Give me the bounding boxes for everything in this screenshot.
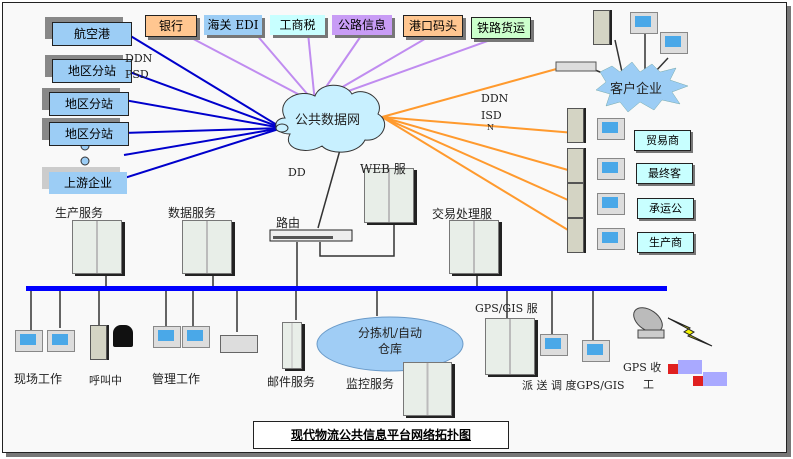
server-rack-icon — [364, 168, 414, 223]
truck-icon — [668, 360, 727, 386]
server-rack-icon — [282, 322, 302, 369]
client-enterprise-burst — [595, 61, 689, 113]
service-highway-info[interactable]: 公路信息 — [332, 15, 392, 35]
router-icon — [269, 229, 353, 242]
node-trader[interactable]: 贸易商 — [634, 130, 691, 151]
node-carrier[interactable]: 承运公 — [637, 198, 694, 219]
field-work-label: 现场工作 — [14, 372, 63, 386]
link-line — [123, 99, 283, 129]
right-links — [381, 67, 576, 231]
gps-receiver-label-2: 工 — [643, 378, 654, 391]
printer-icon — [220, 335, 258, 353]
link-line — [123, 31, 283, 129]
node-regional-station-1[interactable]: 地区分站 — [52, 59, 132, 83]
computer-icon — [47, 330, 75, 352]
ddn-label-right: DDN — [481, 92, 509, 105]
server-rack-icon — [403, 362, 452, 416]
operator-headset-icon — [113, 325, 133, 347]
computer-icon — [540, 334, 568, 356]
link-line — [319, 222, 395, 257]
wireless-signal-icon — [667, 317, 713, 347]
computer-icon — [597, 118, 625, 140]
service-bank[interactable]: 银行 — [145, 15, 197, 37]
backbone-bus — [26, 286, 667, 291]
computer-icon — [15, 330, 43, 352]
node-end-customer[interactable]: 最终客 — [636, 163, 693, 184]
link-line — [381, 116, 576, 134]
monitoring-service-label: 监控服务 — [346, 377, 395, 391]
server-rack-icon — [449, 220, 499, 274]
transaction-service-label: 交易处理服 — [432, 207, 493, 221]
link-line — [381, 116, 569, 201]
computer-icon — [153, 326, 181, 348]
link-line — [254, 32, 316, 104]
node-regional-station-3[interactable]: 地区分站 — [49, 122, 129, 146]
node-producer[interactable]: 生产商 — [637, 232, 694, 253]
computer-icon — [182, 326, 210, 348]
ddn-label: DDN — [125, 52, 153, 65]
node-airport[interactable]: 航空港 — [52, 22, 132, 46]
link-line — [381, 67, 561, 118]
service-port-terminal[interactable]: 港口码头 — [403, 15, 463, 37]
server-tower-icon — [593, 10, 610, 45]
router-label: 路由 — [276, 216, 301, 230]
data-service-label: 数据服务 — [168, 206, 217, 220]
isdn-label: ISD — [481, 109, 502, 122]
node-upstream-enterprise[interactable]: 上游企业 — [49, 172, 127, 194]
call-center-label: 呼叫中 — [89, 374, 122, 387]
gps-receiver-label: GPS 收 — [623, 361, 662, 374]
computer-icon — [597, 193, 625, 215]
satellite-dish-icon — [633, 307, 665, 339]
management-work-label: 管理工作 — [152, 372, 201, 386]
server-rack-icon — [72, 220, 122, 274]
client-enterprise-label: 客户企业 — [610, 82, 663, 97]
computer-icon — [582, 340, 610, 362]
link-line — [614, 39, 623, 73]
public-data-network-cloud — [275, 84, 386, 153]
dd-label: DD — [288, 166, 306, 179]
server-tower-icon — [567, 183, 584, 218]
link-line — [123, 127, 283, 156]
web-server-label: WEB 服 — [360, 162, 406, 176]
computer-icon — [660, 32, 688, 54]
link-line — [117, 127, 283, 181]
node-regional-station-2[interactable]: 地区分站 — [49, 92, 129, 116]
link-line — [307, 32, 316, 104]
server-tower-icon — [567, 218, 584, 253]
dispatch-gps-gis-label: 派 送 调 度GPS/GIS — [522, 379, 625, 392]
link-line — [381, 116, 569, 171]
server-tower-icon — [567, 108, 584, 143]
public-data-network-label: 公共数据网 — [295, 113, 361, 128]
service-business-tax[interactable]: 工商税 — [270, 15, 325, 35]
gps-gis-server-label: GPS/GIS 服 — [475, 302, 538, 315]
service-customs-edi[interactable]: 海关 EDI — [204, 15, 262, 35]
link-line — [181, 32, 316, 104]
diagram-caption: 现代物流公共信息平台网络拓扑图 — [253, 421, 509, 449]
service-rail-freight[interactable]: 铁路货运 — [471, 17, 531, 39]
server-tower-icon — [90, 325, 107, 360]
mail-service-label: 邮件服务 — [267, 375, 316, 389]
link-line — [123, 69, 283, 129]
isdn-n-label: N — [487, 123, 494, 132]
warehouse-ellipse — [316, 316, 464, 372]
link-line — [381, 116, 569, 231]
production-service-label: 生产服务 — [55, 206, 104, 220]
server-rack-icon — [485, 318, 535, 375]
ellipsis-dot — [80, 156, 90, 166]
warehouse-label: 分拣机/自动仓库 — [357, 326, 423, 356]
computer-icon — [597, 228, 625, 250]
server-rack-icon — [182, 220, 232, 274]
caption-text: 现代物流公共信息平台网络拓扑图 — [290, 428, 471, 442]
computer-icon — [597, 158, 625, 180]
server-tower-icon — [567, 148, 584, 183]
link-line — [123, 127, 283, 134]
switch-icon — [555, 61, 597, 72]
left-links — [117, 31, 283, 181]
link-line — [317, 149, 341, 229]
psd-label: PSD — [125, 68, 149, 81]
computer-icon — [630, 12, 658, 34]
